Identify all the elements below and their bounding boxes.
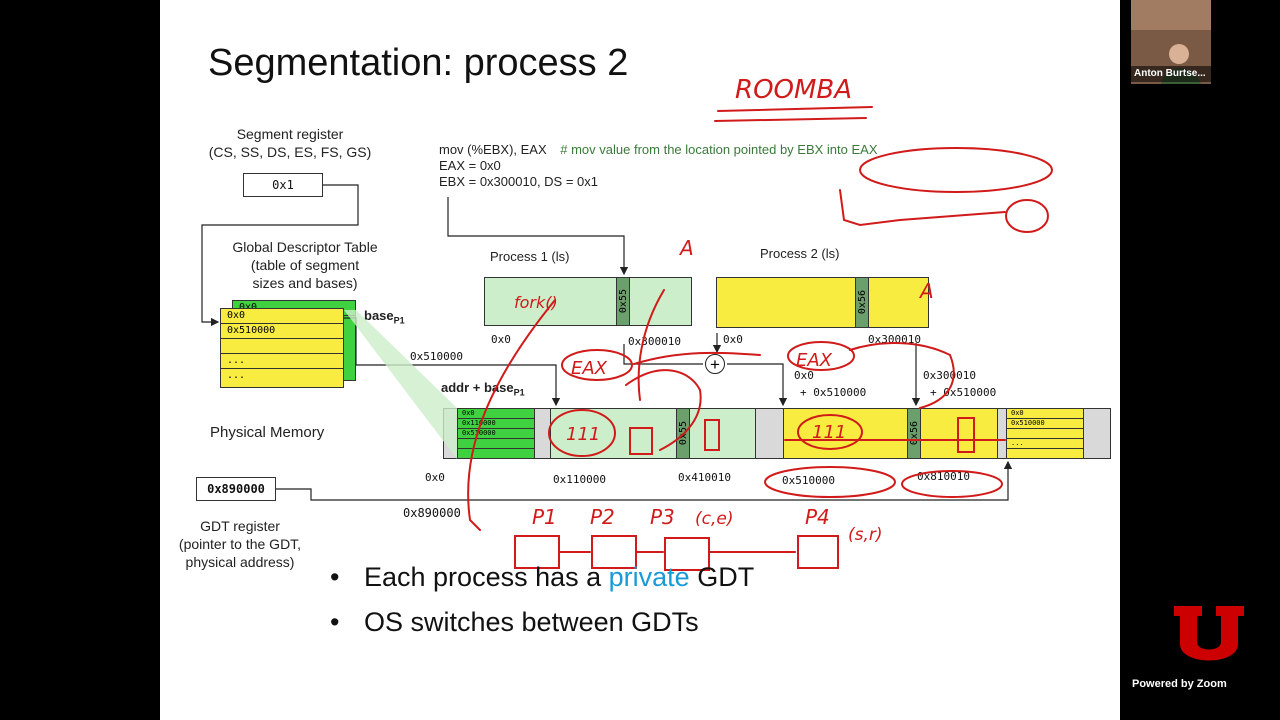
mini-gdt-row: 0x0 — [1007, 409, 1083, 419]
segment-register-label-line2: (CS, SS, DS, ES, FS, GS) — [208, 144, 372, 160]
bullet-list: • Each process has a private GDT • OS swit… — [330, 562, 754, 652]
gdt-row: ... — [221, 354, 343, 369]
gdt-row: ... — [227, 370, 246, 381]
calc-left-line2: + 0x510000 — [800, 386, 867, 399]
hw-p4: P4 — [805, 505, 830, 529]
base-sub: P1 — [393, 315, 405, 326]
mini-gdt-row — [1007, 429, 1083, 439]
bullet-item: • Each process has a private GDT — [330, 562, 754, 593]
hw-p2: P2 — [590, 505, 615, 529]
base-text: base — [364, 308, 394, 323]
mini-gdt-row: ... — [1007, 439, 1083, 449]
gdt-row: 0x510000 — [221, 324, 343, 339]
mini-gdt-row: 0x510000 — [1007, 419, 1083, 429]
code-line3: EBX = 0x300010, DS = 0x1 — [439, 174, 598, 189]
addr-base-sub: P1 — [513, 387, 525, 398]
bullet-1-text: Each process has a — [364, 562, 609, 592]
segment-register-box: 0x1 — [243, 173, 323, 197]
participant-name: Anton Burtse... — [1131, 66, 1211, 82]
hw-p1: P1 — [532, 505, 557, 529]
hw-tally-1: 111 — [566, 424, 600, 445]
gdt-register-label-line3: physical address) — [185, 554, 295, 570]
slide-title: Segmentation: process 2 — [208, 42, 629, 84]
mini-gdt-row: 0x0 — [458, 409, 534, 419]
gdt-label-line2: (table of segment — [250, 257, 360, 273]
gdt-register-label: GDT register (pointer to the GDT, physic… — [160, 517, 320, 571]
process2-memory — [716, 277, 929, 328]
process1-addr-start: 0x0 — [491, 333, 511, 346]
handwriting-overlay: ROOMBA fork() EAX EAX A A 111 111 P1 P2 … — [467, 75, 1053, 571]
mini-gdt-row: 0x510000 — [458, 429, 534, 439]
gdt-register-box: 0x890000 — [196, 477, 276, 501]
base-label: baseP1 — [364, 308, 405, 326]
code-line1: mov (%EBX), EAX # mov value from the loc… — [439, 142, 878, 157]
process1-cell: 0x55 — [616, 277, 630, 326]
physical-memory-label: Physical Memory — [210, 424, 325, 441]
code-comment: # mov value from the location pointed by… — [560, 142, 878, 157]
segment-register-label-line1: Segment register — [236, 126, 344, 142]
process2-cell: 0x56 — [855, 277, 869, 328]
process1-addr-cell: 0x300010 — [628, 335, 681, 348]
phys-addr-890000: 0x890000 — [403, 506, 461, 520]
gdt-register-label-line2: (pointer to the GDT, — [178, 536, 302, 552]
calc-right-line1: 0x300010 — [923, 369, 976, 382]
gdt-row — [221, 339, 343, 354]
phys-addr-0: 0x0 — [425, 471, 445, 484]
bullet-dot: • — [330, 607, 340, 637]
calc-left-line1: 0x0 — [794, 369, 814, 382]
plus-icon: + — [705, 354, 725, 374]
hw-eax-2: EAX — [796, 350, 833, 371]
hw-p3: P3 — [650, 505, 675, 529]
physical-cell-2: 0x56 — [907, 408, 921, 459]
gdt-row: 0x0 — [221, 309, 343, 324]
mini-gdt-row — [458, 439, 534, 449]
process2-label: Process 2 (ls) — [760, 246, 840, 261]
hw-a-2: A — [918, 279, 934, 303]
phys-addr-410010: 0x410010 — [678, 471, 731, 484]
physical-mini-gdt-2: 0x0 0x510000 ... — [1006, 408, 1084, 459]
hw-roomba: ROOMBA — [735, 75, 852, 105]
hw-eax-1: EAX — [571, 358, 608, 379]
gdt-label-line3: sizes and bases) — [252, 275, 358, 291]
hw-fork: fork() — [514, 293, 558, 312]
physical-mini-gdt-1: 0x0 0x110000 0x510000 — [457, 408, 535, 459]
code-instruction: mov (%EBX), EAX — [439, 142, 547, 157]
bullet-dot: • — [330, 562, 340, 592]
mini-gdt-row: 0x110000 — [458, 419, 534, 429]
base-addr-label: 0x510000 — [410, 350, 463, 363]
gdt-table: 0x0 0x510000 ... ... — [220, 308, 344, 388]
university-logo-icon — [1174, 606, 1244, 661]
code-line2: EAX = 0x0 — [439, 158, 501, 173]
process1-label: Process 1 (ls) — [490, 249, 570, 264]
gdt-register-label-line1: GDT register — [200, 518, 280, 534]
bullet-1-tail: GDT — [689, 562, 755, 592]
hw-p3-note: (c,e) — [695, 509, 733, 529]
process2-addr-start: 0x0 — [723, 333, 743, 346]
diagram-connectors — [201, 184, 1013, 501]
hw-p4-note: (s,r) — [848, 525, 883, 545]
powered-by-zoom: Powered by Zoom — [1132, 678, 1227, 690]
bullet-1-private: private — [608, 562, 690, 592]
bullet-2-text: OS switches between GDTs — [364, 607, 699, 637]
bullet-item: • OS switches between GDTs — [330, 607, 754, 638]
hw-a-1: A — [678, 236, 694, 260]
calc-right-line2: + 0x510000 — [930, 386, 997, 399]
phys-addr-110000: 0x110000 — [553, 473, 606, 486]
slide: Segmentation: process 2 Segment register… — [160, 0, 1120, 720]
gdt-label: Global Descriptor Table (table of segmen… — [215, 238, 395, 292]
segment-register-label: Segment register (CS, SS, DS, ES, FS, GS… — [200, 125, 380, 161]
hw-tally-2: 111 — [812, 422, 846, 443]
gdt-label-line1: Global Descriptor Table — [232, 239, 378, 255]
phys-addr-510000: 0x510000 — [782, 474, 835, 487]
